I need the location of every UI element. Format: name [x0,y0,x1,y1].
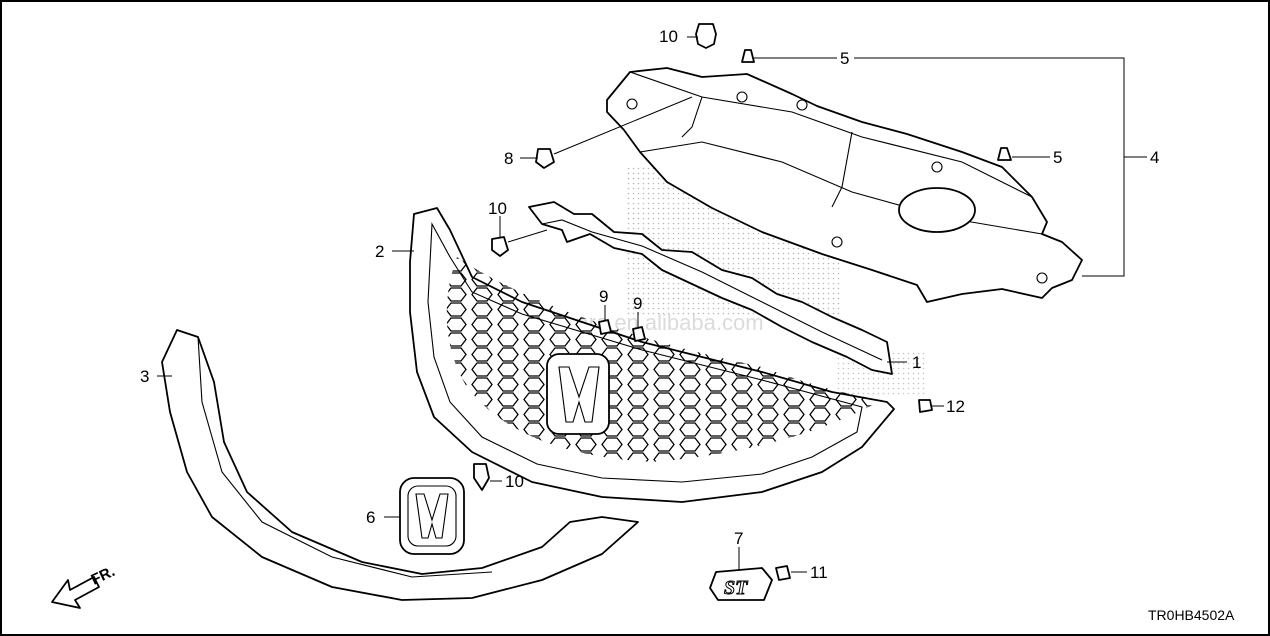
upper-cover-large-hole [898,187,976,233]
leader-8-to-cover [553,96,693,155]
upper-cover-hole-3 [931,161,943,173]
emblem-inner-rim [407,485,457,547]
fastener-10-lower [473,463,490,491]
callout-10-top: 10 [659,27,678,46]
leader-lines [157,36,1147,573]
upper-cover-outline [606,67,1083,303]
upper-cover-hole-4 [1036,272,1048,284]
part-emblem [399,477,465,555]
st-badge-lettering: ST [724,577,748,599]
callout-5-right: 5 [1053,148,1062,167]
fastener-5-right [997,147,1012,161]
fasteners [473,23,1012,581]
emblem-outline [399,477,465,555]
callout-1: 1 [912,353,921,372]
callout-12: 12 [946,397,965,416]
fastener-10-left [491,236,509,257]
part-lower-moulding [161,329,639,601]
emblem-h-mark [415,493,449,539]
callout-9-b: 9 [633,294,642,313]
fastener-12 [918,399,933,413]
part-upper-cover [606,67,1083,303]
callout-4: 4 [1150,148,1159,167]
bracket-outline [528,201,893,375]
upper-cover-hole-2 [796,99,808,111]
callout-7: 7 [734,529,743,548]
callout-10-lower: 10 [505,472,524,491]
st-badge-outline [709,567,773,601]
callout-3: 3 [140,367,149,386]
fastener-5-top [741,49,755,63]
upper-cover-ridge [629,71,1033,198]
callout-10-left: 10 [488,199,507,218]
callout-2: 2 [375,242,384,261]
fastener-11 [775,565,791,581]
callout-11: 11 [810,563,828,582]
callout-labels: 10 5 5 4 8 10 2 9 9 1 3 12 10 6 7 11 [140,27,1159,582]
leader-4-bracket [854,57,1125,277]
callout-5-top: 5 [840,49,849,68]
front-arrow-icon [51,576,100,609]
part-st-badge: ST [709,567,773,601]
fastener-10-top [695,23,717,49]
part-bracket [528,201,893,375]
front-direction-indicator: FR. [51,563,118,609]
upper-cover-hole-1 [736,91,748,103]
bracket-inner-edge [541,219,883,361]
callout-9-a: 9 [599,287,608,306]
callout-6: 6 [366,508,375,527]
grille-emblem-h-mark [558,366,600,423]
fastener-9-b [632,326,646,342]
lower-moulding-inner-edge [197,336,493,578]
upper-cover-hole-5 [831,236,843,248]
leader-10-left-to-bracket [507,229,548,243]
front-direction-label: FR. [89,563,118,589]
upper-cover-fold-a [681,96,703,138]
fastener-9-a [598,319,612,335]
upper-cover-hole-6 [626,98,638,110]
lower-moulding-outline [161,329,639,601]
fastener-8 [535,148,555,169]
diagram-code: TR0HB4502A [1148,607,1235,623]
upper-cover-fold-b [831,131,853,208]
callout-8: 8 [504,149,513,168]
